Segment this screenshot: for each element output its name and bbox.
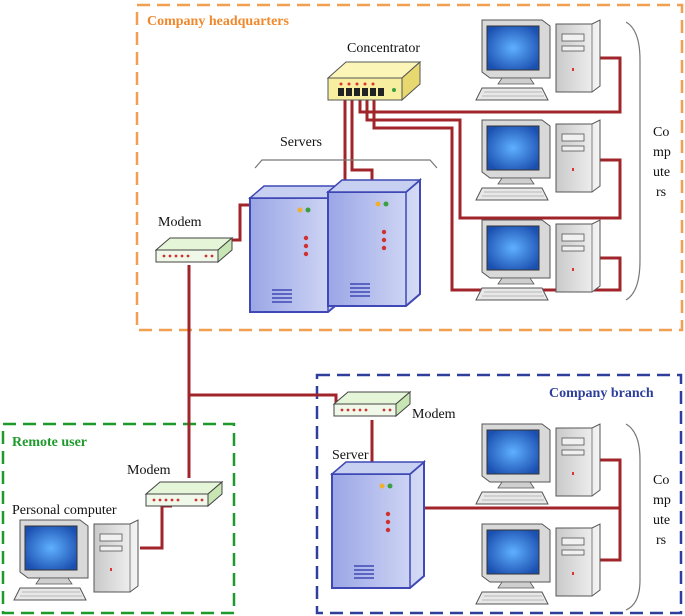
servers-label: Servers [280, 135, 322, 150]
branch-region [315, 373, 683, 615]
branch-modem-label: Modem [412, 407, 456, 422]
hq-computer-3-icon [475, 219, 601, 301]
branch-computers-label-line: Co [653, 473, 669, 488]
hq-computer-2-icon [475, 119, 601, 201]
hq-computer-1-icon [475, 19, 601, 101]
branch-server-icon [331, 461, 425, 589]
hq-computers-label: Co mp ute rs [653, 125, 671, 200]
hq-modem-label: Modem [158, 215, 202, 230]
branch-computers-label: Co mp ute rs [653, 473, 671, 548]
branch-server-label: Server [332, 448, 369, 463]
remote-region [1, 422, 236, 615]
branch-computers-bracket [625, 423, 641, 611]
remote-pc-icon [13, 519, 139, 601]
remote-title: Remote user [12, 435, 87, 450]
concentrator-label: Concentrator [347, 41, 420, 56]
remote-modem-label: Modem [127, 463, 171, 478]
branch-computers-label-line: rs [656, 533, 666, 548]
hq-computers-label-line: rs [656, 185, 666, 200]
concentrator-icon [326, 60, 422, 102]
branch-title: Company branch [549, 386, 654, 401]
branch-computer-2-icon [475, 523, 601, 605]
headquarters-region [135, 3, 684, 332]
servers-bracket [254, 159, 438, 169]
personal-computer-label: Personal computer [12, 503, 117, 518]
hq-computers-label-line: Co [653, 125, 669, 140]
branch-computer-1-icon [475, 423, 601, 505]
branch-modem-icon [333, 391, 411, 417]
hq-computers-label-line: mp [653, 145, 671, 160]
branch-computers-label-line: ute [653, 513, 670, 528]
headquarters-title: Company headquarters [147, 14, 290, 29]
hq-computers-label-line: ute [653, 165, 670, 180]
hq-modem-icon [155, 237, 233, 263]
hq-computers-bracket [625, 21, 641, 301]
branch-computers-label-line: mp [653, 493, 671, 508]
remote-modem-icon [145, 481, 223, 507]
hq-server-2-icon [327, 179, 421, 307]
cables [140, 56, 622, 562]
